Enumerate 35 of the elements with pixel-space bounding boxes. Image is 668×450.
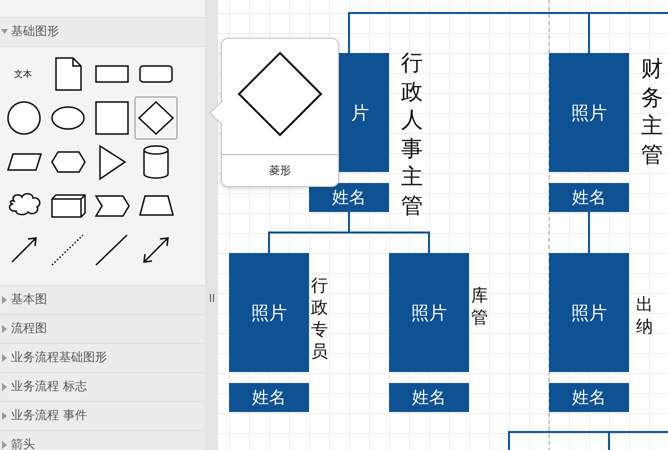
text-tool-label: 文本 — [14, 68, 32, 81]
name-box — [309, 183, 389, 212]
photo-placeholder-box — [229, 253, 309, 372]
name-label: 姓名 — [412, 387, 446, 409]
name-label: 姓名 — [572, 187, 606, 209]
name-label: 姓名 — [252, 387, 286, 409]
name-box — [229, 383, 309, 412]
section-title: 基本图 — [11, 291, 47, 308]
job-title-text: 行政专员 — [311, 275, 329, 364]
photo-label: 照片 — [411, 302, 447, 324]
section-title: 业务流程 事件 — [11, 407, 87, 424]
shape-name-label: 菱形 — [268, 163, 292, 178]
section-title: 流程图 — [11, 320, 47, 337]
section-title: 箭头 — [11, 436, 35, 450]
job-title-text: 行政人事主管 — [401, 50, 424, 221]
name-label: 姓名 — [572, 387, 606, 409]
photo-label: 照片 — [571, 102, 607, 124]
name-box — [549, 183, 629, 212]
section-title: 基础图形 — [11, 23, 59, 40]
connector-line — [588, 12, 668, 53]
photo-placeholder-box — [389, 253, 469, 372]
photo-label: 照片 — [251, 302, 287, 324]
photo-label: 片 — [351, 102, 369, 124]
section-title: 业务流程基础图形 — [11, 349, 107, 366]
job-title-text: 库管 — [471, 285, 489, 330]
job-title-text: 财务主管 — [641, 56, 664, 170]
section-title: 业务流程 标志 — [11, 378, 87, 395]
photo-placeholder-box — [549, 253, 629, 372]
name-box — [549, 383, 629, 412]
connector-line — [588, 212, 590, 253]
job-title-text: 出纳 — [636, 294, 654, 338]
name-box — [389, 383, 469, 412]
name-label: 姓名 — [332, 187, 366, 209]
photo-placeholder-box — [549, 53, 629, 172]
photo-label: 照片 — [571, 302, 607, 324]
